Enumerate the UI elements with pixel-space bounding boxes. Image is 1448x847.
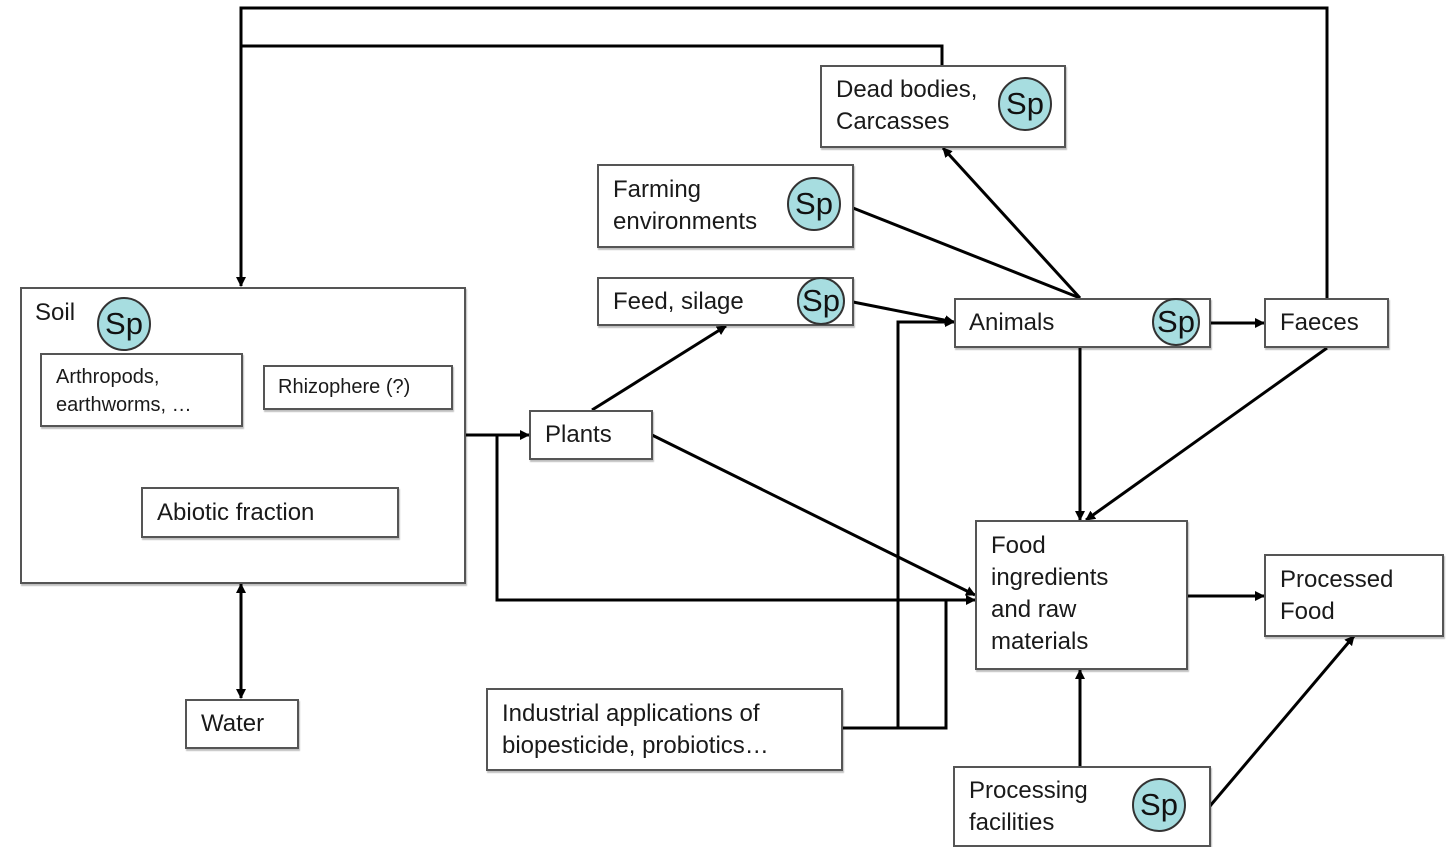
edge-feed-to-animals (852, 300, 955, 326)
edge-animals-to-dead (941, 146, 1082, 300)
faeces-label: Faeces (1280, 309, 1359, 336)
farming-label: Farming environments (613, 176, 758, 235)
animals-label: Animals (969, 309, 1055, 336)
edge-plants-to-feed (591, 324, 727, 412)
food-label: Food ingredients and raw materials (991, 532, 1109, 655)
edge-industrial-to-food (898, 600, 948, 730)
edge-farming-to-animals (852, 206, 1081, 300)
sp-badge-soil: Sp (97, 297, 151, 351)
edge-dead-to-soil (241, 44, 944, 66)
industrial-box (486, 688, 843, 771)
processed-box (1264, 554, 1444, 637)
abiotic-label: Abiotic fraction (157, 499, 315, 526)
edge-industrial-to-animals (842, 317, 955, 730)
edge-processing-to-processed (1208, 635, 1356, 807)
sp-badge-farming: Sp (787, 177, 841, 231)
water-box (185, 699, 299, 749)
feed-label: Feed, silage (613, 288, 744, 315)
plants-label: Plants (545, 421, 612, 448)
faeces-box (1264, 298, 1389, 348)
rhizophere-box (263, 365, 453, 410)
abiotic-box (141, 487, 399, 538)
plants-box (529, 410, 653, 460)
processed-label: Processed Food (1280, 566, 1394, 625)
water-label: Water (201, 710, 265, 737)
rhizophere-label: Rhizophere (?) (278, 376, 411, 398)
dead-label: Dead bodies, Carcasses (836, 76, 978, 135)
processing-label: Processing facilities (969, 777, 1088, 836)
sp-badge-processing: Sp (1132, 778, 1186, 832)
food-box (975, 520, 1188, 670)
sp-badge-animals: Sp (1152, 298, 1200, 346)
edge-faeces-to-food (1085, 346, 1328, 522)
sp-badge-dead: Sp (998, 77, 1052, 131)
soil-box (20, 287, 466, 584)
industrial-label: Industrial applications of biopesticide,… (502, 700, 769, 759)
edge-faeces-to-soil (236, 6, 1329, 298)
arthropods-label: Arthropods, earthworms, … (56, 366, 192, 416)
edge-soil-to-food (495, 435, 976, 605)
arthropods-box (40, 353, 243, 427)
edge-plants-to-food (651, 433, 976, 597)
soil-label: Soil (35, 299, 76, 326)
sp-badge-feed: Sp (797, 277, 845, 325)
